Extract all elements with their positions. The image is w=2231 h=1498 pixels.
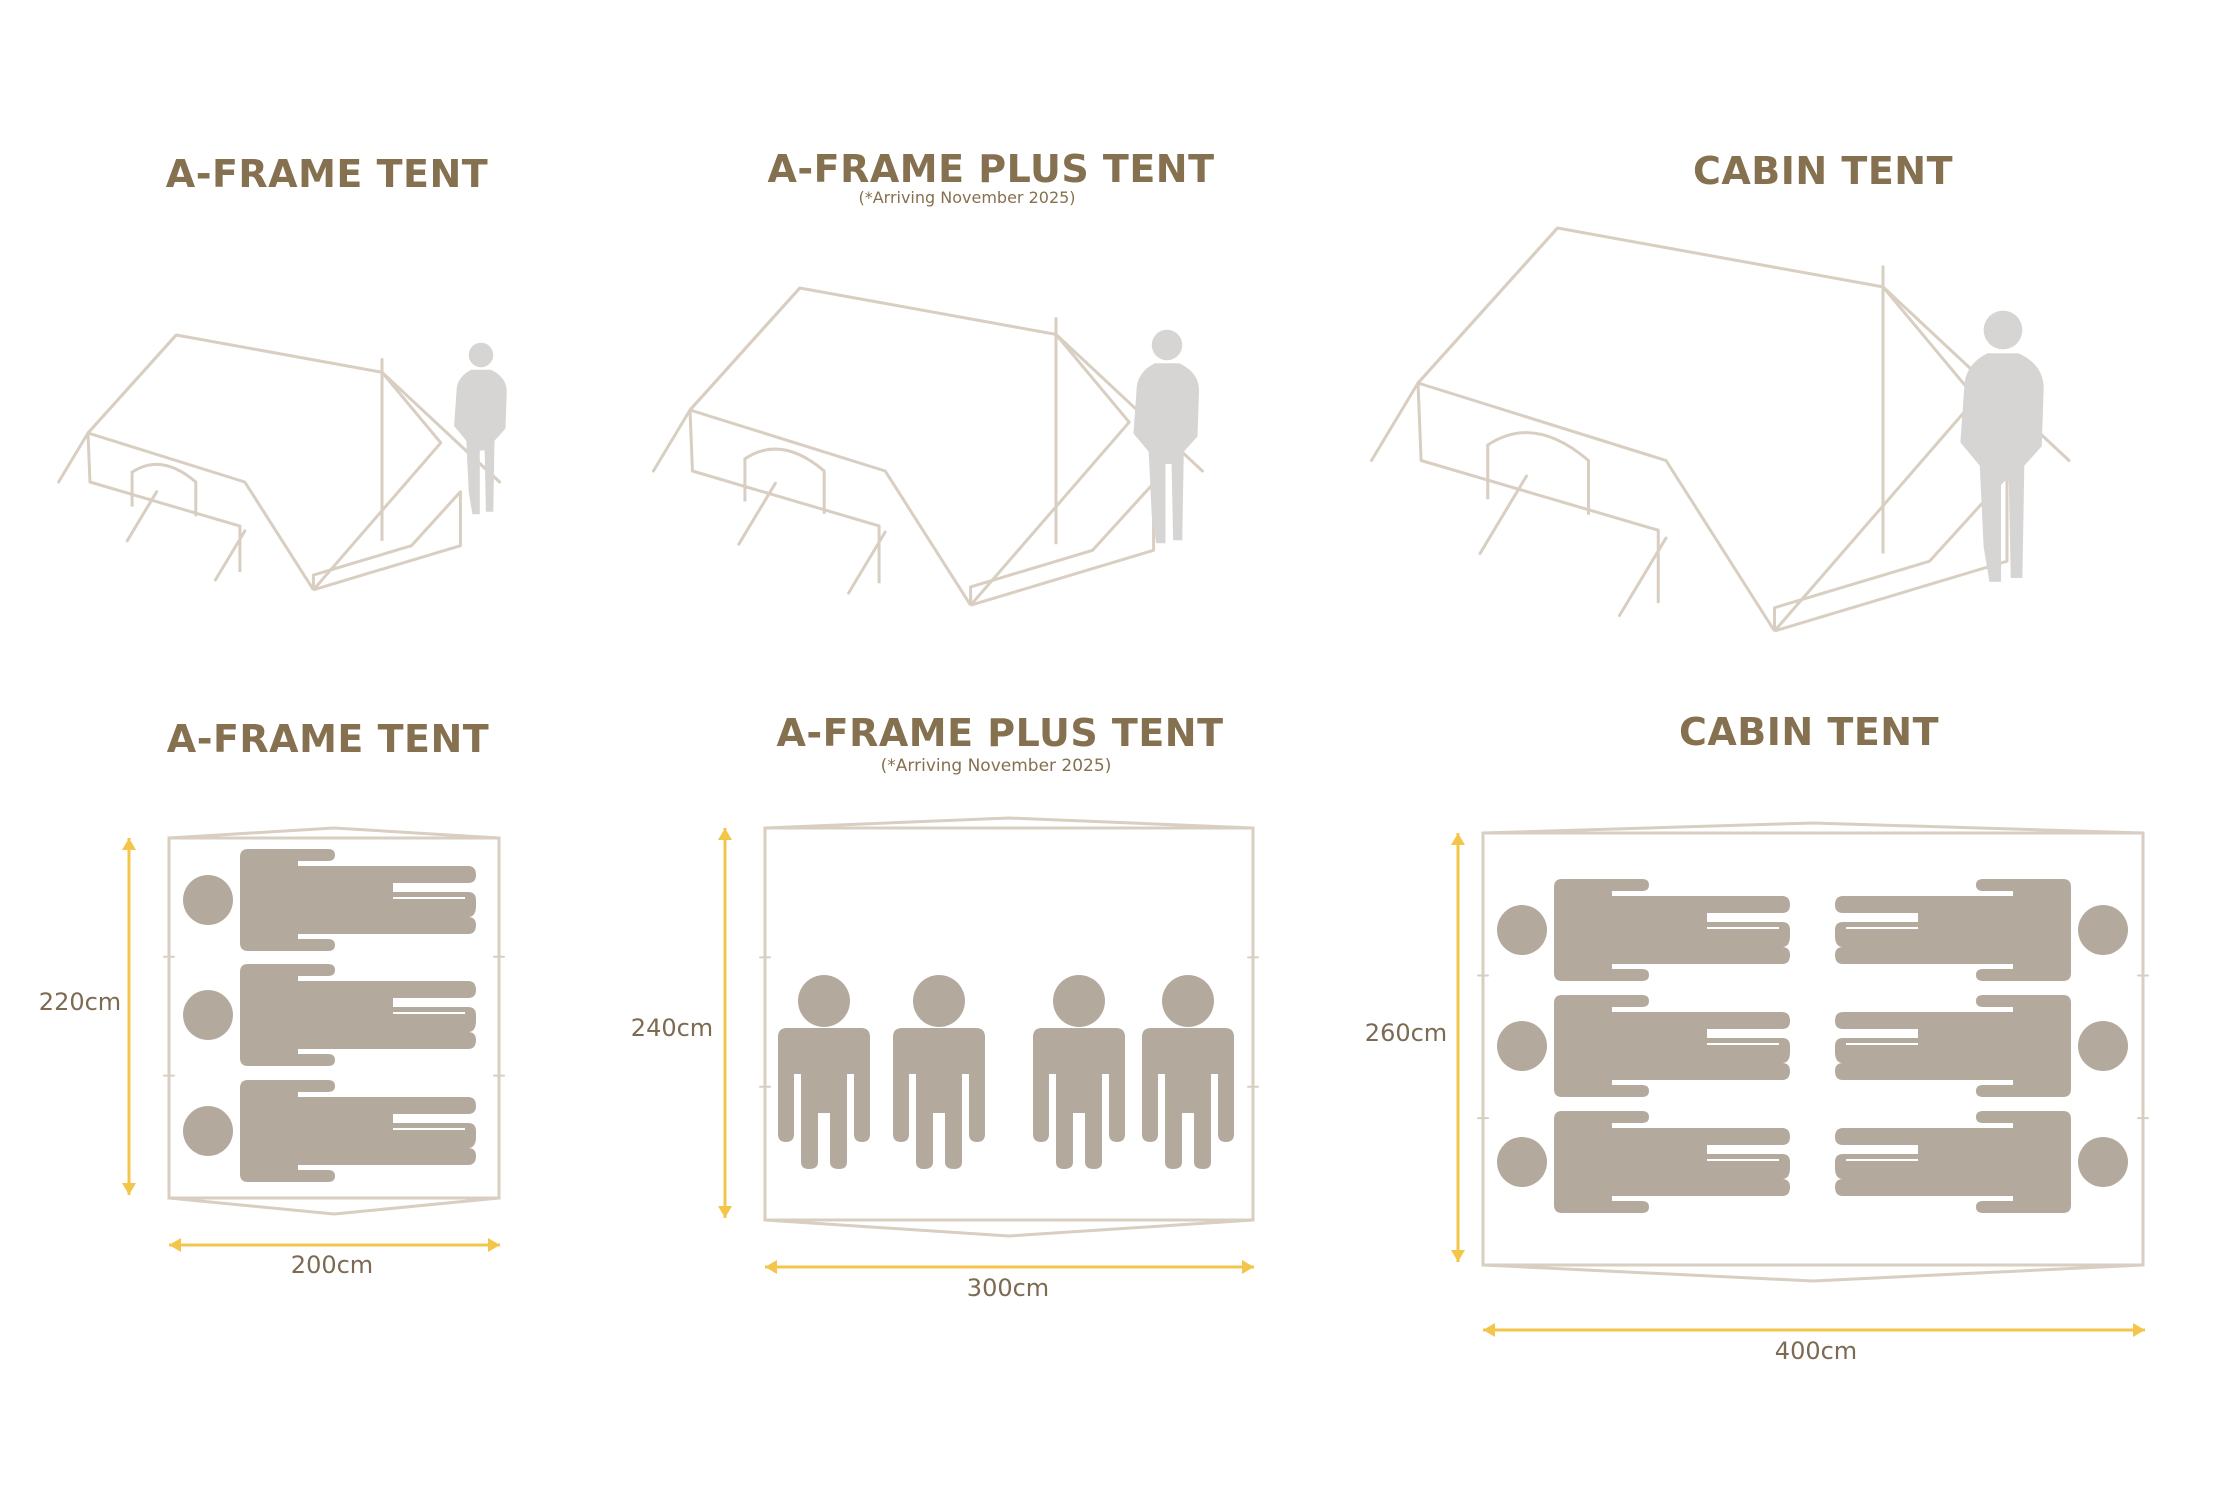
floorplan-3-person-left-3: [1497, 1111, 1790, 1213]
floorplan-title-3: CABIN TENT: [1679, 710, 1939, 754]
floorplan-3-rear-peak: [1482, 821, 2144, 835]
floorplan-2-front-peak: [764, 1218, 1254, 1238]
aframe-plus-person-silhouette: [1133, 329, 1200, 544]
floorplan-2-person-2: [893, 975, 985, 1169]
floorplan-2-outline: [763, 826, 1255, 1222]
floorplan-3-depth-label: 260cm: [1365, 1019, 1447, 1047]
floorplan-3-person-right-2: [1835, 995, 2128, 1097]
floorplan-3-person-right-1: [1835, 879, 2128, 981]
floorplan-1-depth-label: 220cm: [39, 988, 121, 1016]
aframe-front-wall: [311, 490, 462, 592]
aframe-plus-guy-rope-1: [651, 408, 692, 473]
floorplan-2-person-1: [778, 975, 870, 1169]
cabin-person-silhouette: [1960, 310, 2044, 582]
floorplan-1-width-arrow: [169, 1238, 500, 1252]
cabin-front-wall: [1773, 474, 2009, 633]
floorplan-a-frame-tent: 220cm 200cm: [39, 826, 505, 1279]
aframe-plus-side-wall: [688, 409, 881, 584]
cabin-window: [1486, 431, 1590, 515]
elevation-title-1: A-FRAME TENT: [166, 152, 488, 196]
floorplan-1-width-label: 200cm: [291, 1251, 373, 1279]
aframe-plus-guy-rope-3: [847, 530, 887, 595]
floorplan-1-depth-arrow: [122, 838, 136, 1195]
aframe-window: [130, 462, 198, 517]
floorplan-3-outline: [1481, 831, 2145, 1267]
aframe-plus-window: [743, 447, 826, 514]
floorplan-3-width-label: 400cm: [1775, 1337, 1857, 1365]
cabin-guy-rope-1: [1370, 381, 1420, 462]
cabin-left-eave: [1417, 381, 1776, 632]
floorplan-2-depth-arrow: [718, 828, 732, 1218]
elevation-subtitle-2: (*Arriving November 2025): [858, 188, 1075, 207]
cabin-guy-rope-2: [1478, 474, 1528, 555]
floorplan-2-person-3: [1033, 975, 1125, 1169]
floorplan-title-1: A-FRAME TENT: [167, 717, 489, 761]
aframe-left-eave: [87, 431, 315, 591]
floorplan-3-width-arrow: [1483, 1323, 2145, 1337]
aframe-guy-rope-1: [57, 431, 90, 484]
floorplan-3-depth-arrow: [1451, 833, 1465, 1262]
aframe-plus-guy-rope-2: [737, 481, 777, 546]
elevation-cabin-tent: [1370, 226, 2071, 633]
floorplan-2-width-label: 300cm: [967, 1274, 1049, 1302]
cabin-back-edge: [1416, 226, 1559, 385]
floorplan-2-depth-label: 240cm: [631, 1014, 713, 1042]
floorplan-2-width-arrow: [765, 1260, 1254, 1274]
aframe-plus-left-eave: [689, 408, 972, 607]
aframe-plus-back-edge: [688, 286, 801, 412]
floorplan-2-rear-peak: [764, 816, 1254, 830]
aframe-plus-front-wall: [969, 481, 1156, 607]
floorplan-3-front-peak: [1482, 1263, 2144, 1283]
floorplan-1-person-2: [183, 964, 476, 1066]
aframe-guy-rope-4: [380, 370, 502, 484]
floorplan-1-person-1: [183, 849, 476, 951]
floorplan-1-outline: [167, 836, 501, 1200]
elevation-a-frame-plus-tent: [651, 286, 1204, 607]
floorplan-cabin-tent: 260cm 400cm: [1365, 821, 2149, 1365]
elevation-title-2: A-FRAME PLUS TENT: [767, 147, 1214, 191]
cabin-guy-rope-3: [1618, 536, 1668, 617]
aframe-guy-rope-2: [125, 490, 159, 543]
floorplan-3-person-left-2: [1497, 995, 1790, 1097]
floorplan-1-front-peak: [168, 1196, 500, 1216]
floorplan-1-person-3: [183, 1080, 476, 1182]
floorplan-a-frame-plus-tent: 240cm 300cm: [631, 816, 1259, 1302]
floorplan-3-person-right-3: [1835, 1111, 2128, 1213]
aframe-back-edge: [86, 333, 178, 435]
floorplan-1-rear-peak: [168, 826, 500, 840]
floorplan-2-person-4: [1142, 975, 1234, 1169]
floorplan-subtitle-2: (*Arriving November 2025): [881, 756, 1112, 776]
floorplan-3-person-left-1: [1497, 879, 1790, 981]
floorplan-title-2: A-FRAME PLUS TENT: [776, 711, 1223, 755]
aframe-side-wall: [86, 432, 242, 573]
aframe-person-silhouette: [454, 342, 507, 515]
aframe-guy-rope-3: [213, 529, 247, 582]
elevation-title-3: CABIN TENT: [1693, 149, 1953, 193]
elevation-a-frame-tent: [57, 333, 507, 592]
cabin-side-wall: [1416, 382, 1660, 604]
